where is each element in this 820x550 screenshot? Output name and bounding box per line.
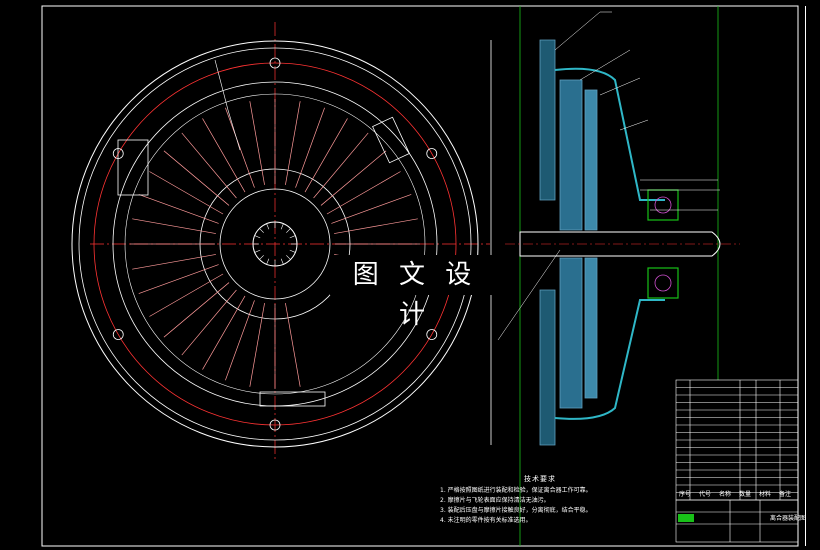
title-block: 离合器装配图 序号代号名称数量材料备注 (675, 379, 806, 543)
left-bracket (117, 139, 149, 196)
diaphragm-finger (320, 150, 387, 206)
diaphragm-finger (225, 300, 255, 381)
diaphragm-finger (181, 289, 237, 356)
bolt-circle (93, 62, 457, 426)
spline-tooth (286, 228, 291, 233)
right-bracket (372, 116, 410, 164)
release-bearing-upper (647, 189, 679, 221)
technical-requirements: 技术要求 1. 严格按照图纸进行装配和检验，保证离合器工作可靠。 2. 摩擦片与… (440, 474, 640, 526)
front-view (71, 22, 490, 462)
section-view (490, 6, 740, 546)
spline-tooth (259, 228, 264, 233)
title-block-header: 序号代号名称数量材料备注 (679, 490, 791, 498)
spline-tooth (254, 235, 261, 239)
diaphragm-finger (138, 264, 219, 294)
watermark-label: 图 文 设 计 (330, 255, 500, 330)
spline-tooth (266, 258, 270, 265)
diaphragm-finger (295, 107, 325, 188)
flywheel-upper (539, 39, 556, 201)
cutaway-line (214, 59, 241, 151)
spline-tooth (259, 255, 264, 260)
outer-circle-2 (78, 47, 472, 441)
pressure-plate-lower (559, 257, 583, 409)
diaphragm-finger (132, 218, 216, 234)
bolt-hole (112, 329, 124, 340)
diaphragm-finger (149, 273, 224, 317)
technical-requirement-3: 3. 装配后压盘与摩擦片接触良好，分离彻底，结合平稳。 (440, 507, 592, 514)
spline-tooth (280, 223, 284, 230)
friction-disc-upper (584, 89, 598, 231)
diaphragm-finger (285, 101, 301, 185)
spline-teeth (253, 222, 297, 266)
hub-inner (219, 188, 331, 300)
diaphragm-finger (149, 171, 224, 215)
diaphragm-finger (334, 218, 418, 234)
title-block-header-label: 名称 (719, 490, 731, 498)
bolt-hole (426, 329, 438, 340)
technical-requirement-2: 2. 摩擦片与飞轮表面应保持清洁无油污。 (440, 497, 550, 504)
title-block-header-label: 代号 (699, 490, 711, 498)
outer-circle (71, 40, 479, 448)
diaphragm-finger (285, 303, 301, 387)
diaphragm-finger (163, 150, 230, 206)
technical-requirement-1: 1. 严格按照图纸进行装配和检验，保证离合器工作可靠。 (440, 487, 592, 494)
spline-tooth (289, 249, 296, 253)
diaphragm-finger (313, 132, 369, 199)
flywheel-lower (539, 289, 556, 446)
friction-ring (124, 93, 426, 395)
parts-list-rows (676, 380, 798, 500)
diaphragm-finger (202, 118, 246, 193)
title-block-frame (675, 499, 799, 543)
spline-tooth (254, 249, 261, 253)
bolt-hole (269, 419, 281, 431)
diaphragm-finger (249, 101, 265, 185)
bolt-hole (426, 148, 438, 159)
release-bearing-lower (647, 267, 679, 299)
pressure-plate-upper (559, 79, 583, 231)
spline-tooth (286, 255, 291, 260)
title-block-header-label: 数量 (739, 490, 751, 498)
title-block-header-label: 序号 (679, 490, 691, 498)
spline-tooth (266, 223, 270, 230)
diaphragm-finger (326, 171, 401, 215)
bearing-ball-upper (654, 196, 672, 214)
diaphragm-finger (132, 254, 216, 270)
diaphragm-finger (181, 132, 237, 199)
diaphragm-finger (249, 303, 265, 387)
diaphragm-finger (138, 194, 219, 224)
clutch-cover-upper (554, 67, 665, 201)
diaphragm-finger (225, 107, 255, 188)
technical-requirements-title: 技术要求 (524, 475, 556, 483)
friction-disc-lower (584, 257, 598, 399)
bottom-bracket (259, 391, 326, 407)
diaphragm-finger (163, 282, 230, 338)
bolt-hole (269, 57, 281, 69)
clutch-cover-lower (554, 299, 665, 420)
outer-frame (41, 5, 799, 547)
title-block-green-cell (678, 514, 694, 522)
bearing-ball-lower (654, 274, 672, 292)
spline-tooth (280, 258, 284, 265)
input-shaft (519, 231, 721, 257)
diaphragm-finger (202, 295, 246, 370)
designation-text: 离合器装配图 (770, 514, 806, 522)
technical-requirement-4: 4. 未注明的零件按有关标准选用。 (440, 517, 532, 524)
diaphragm-finger (331, 194, 412, 224)
title-block-header-label: 材料 (759, 490, 771, 498)
spline-tooth (289, 235, 296, 239)
diaphragm-finger (304, 118, 348, 193)
title-block-header-label: 备注 (779, 490, 791, 498)
leader-lines (497, 11, 720, 341)
right-frame-line (805, 6, 806, 546)
